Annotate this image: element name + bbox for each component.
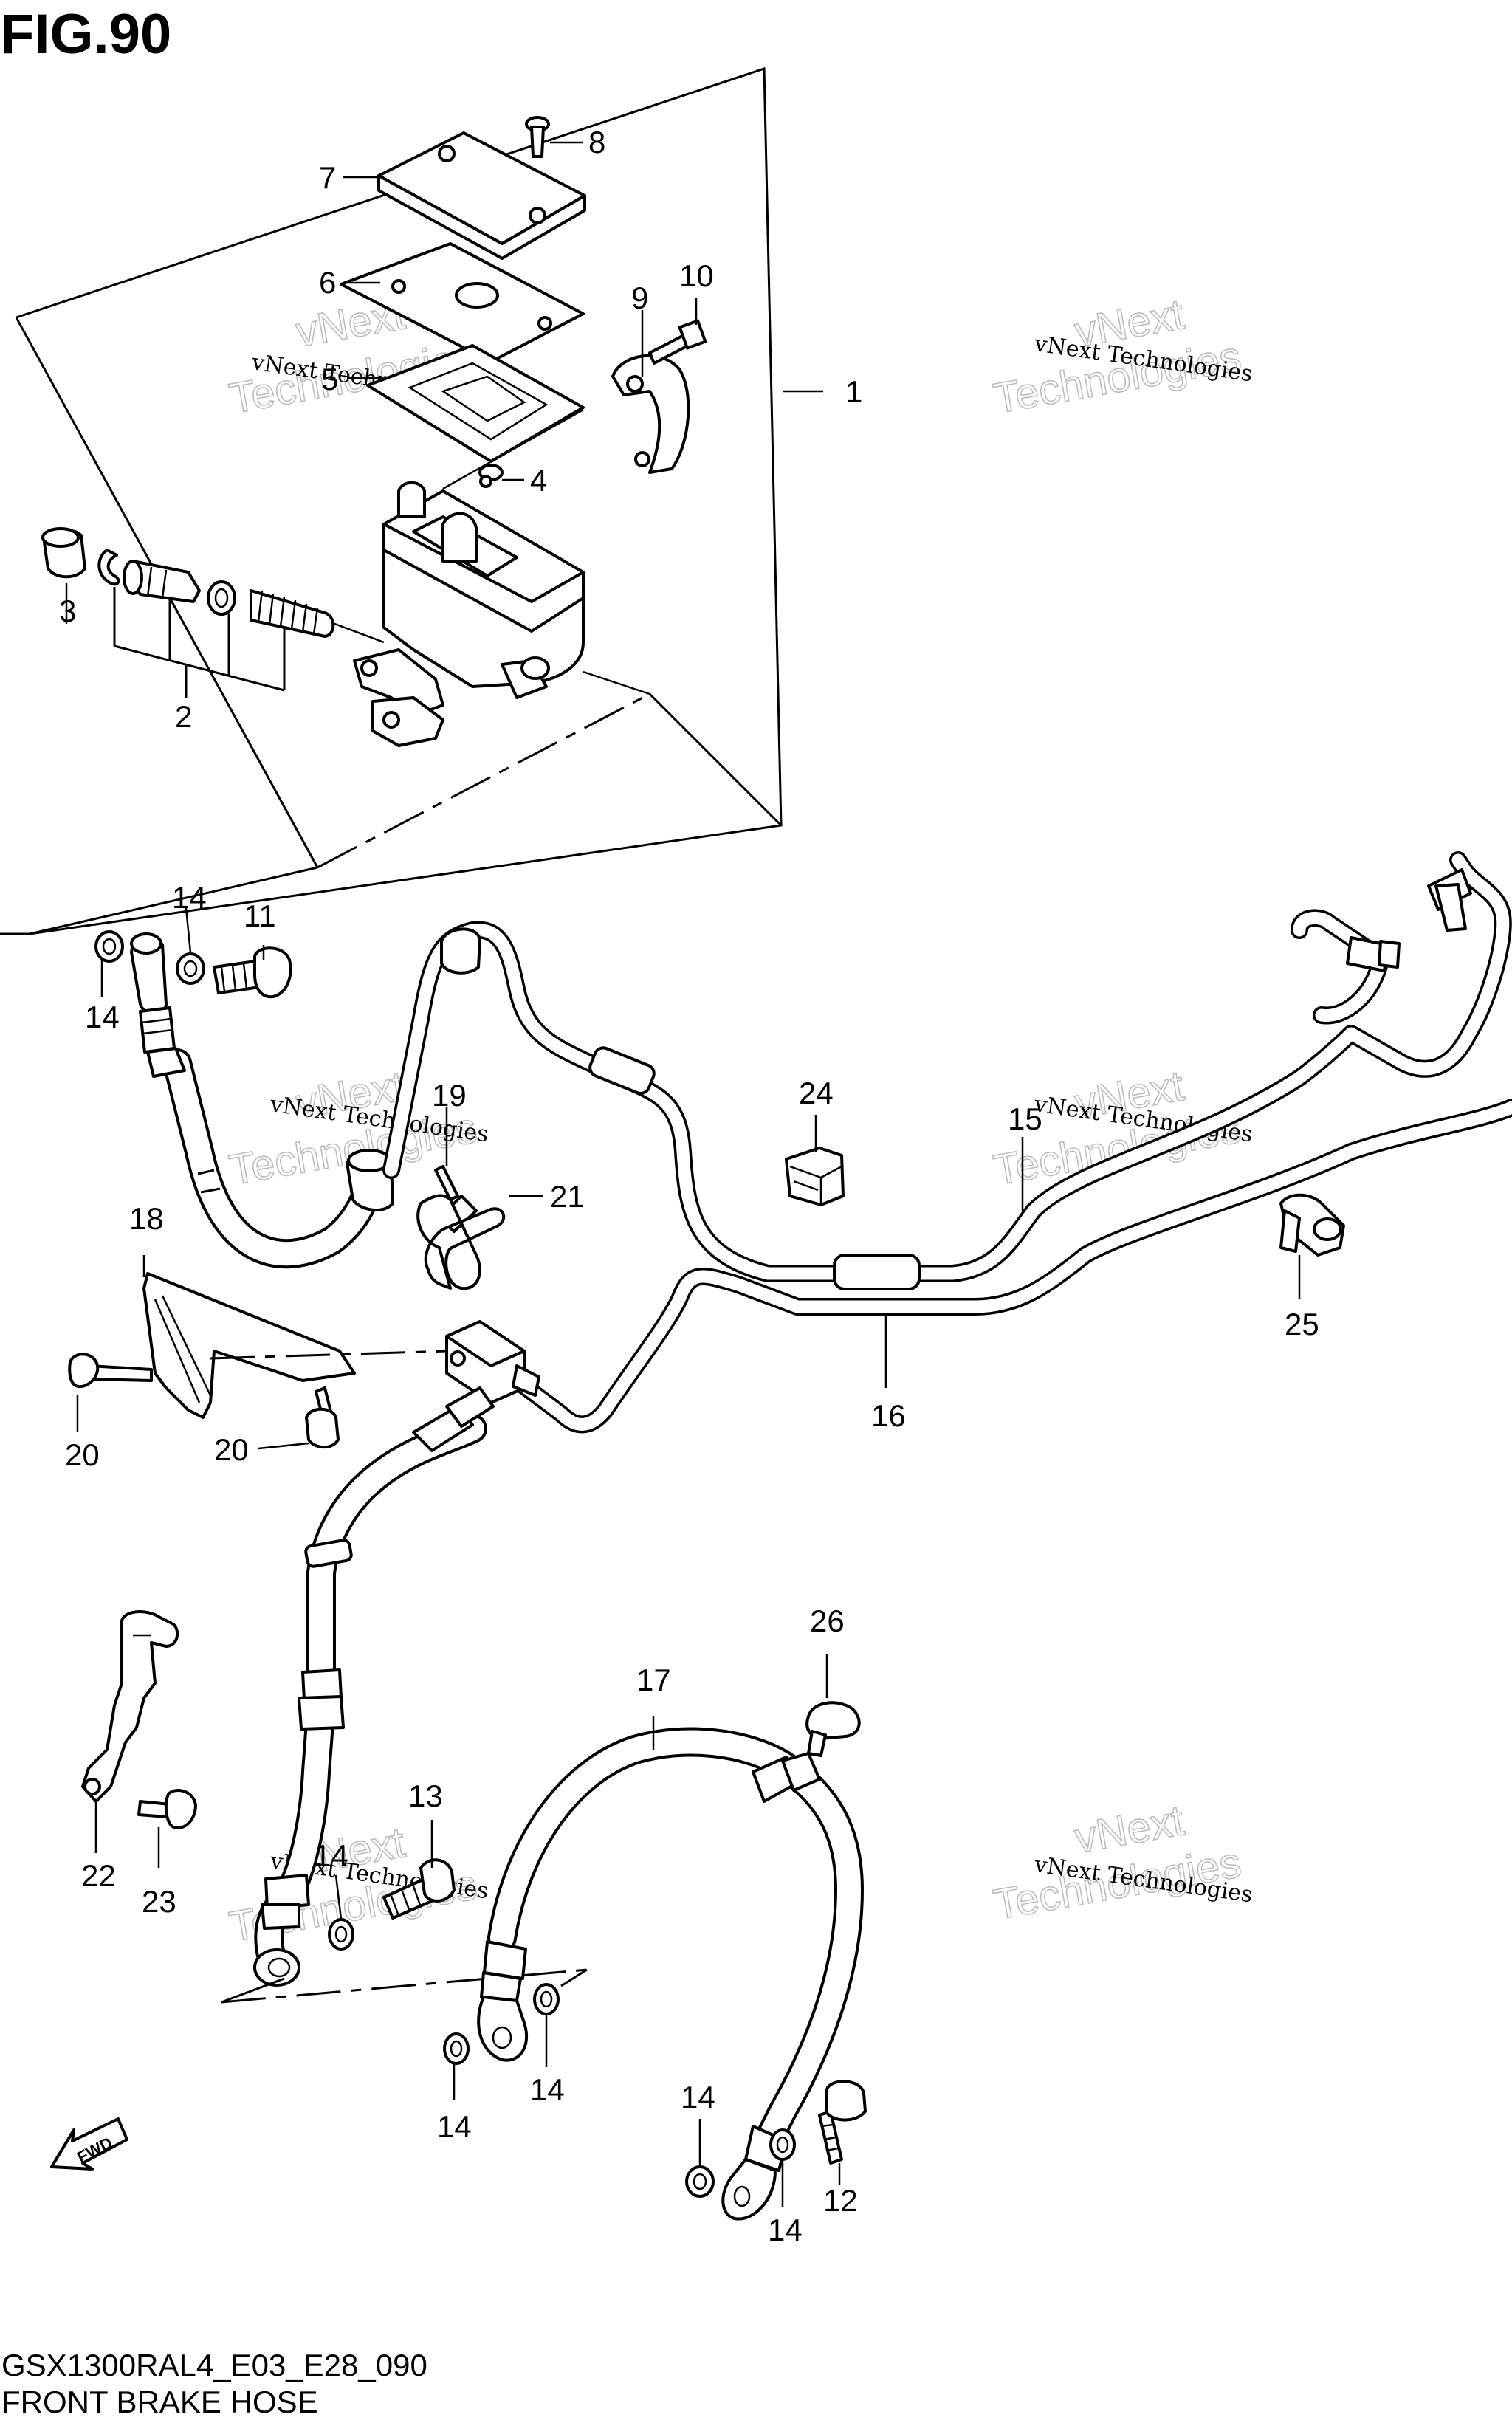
callout-19: 19 xyxy=(432,1078,467,1113)
callout-16: 16 xyxy=(871,1398,906,1433)
sealing-washer xyxy=(685,2165,715,2198)
front-brake-hose-lower-left xyxy=(253,1386,495,1987)
sealing-washer xyxy=(94,930,124,963)
pipe-clamp-right xyxy=(1279,1193,1345,1257)
diagram-caption: FRONT BRAKE HOSE xyxy=(1,2385,318,2419)
callout-25: 25 xyxy=(1285,1307,1319,1341)
callout-18: 18 xyxy=(129,1201,164,1236)
callout-2: 2 xyxy=(175,699,192,734)
front-brake-hose-upper xyxy=(130,932,394,1269)
sealing-washer xyxy=(176,952,205,985)
watermark: vNext Technologies vNext Technologies xyxy=(989,1795,1254,1929)
lower-separator xyxy=(221,1968,588,2004)
callout-8: 8 xyxy=(588,125,605,159)
piston-kit-bracket xyxy=(113,587,286,698)
bracket-bolt xyxy=(258,1386,340,1450)
callout-6: 6 xyxy=(319,265,336,300)
callout-13: 13 xyxy=(408,1778,443,1813)
master-cylinder-body xyxy=(324,481,650,747)
union-bolt-upper xyxy=(213,946,292,999)
cap-screw xyxy=(525,116,550,158)
sealing-washer xyxy=(533,1983,560,2015)
callout-26: 26 xyxy=(810,1604,845,1638)
pipe-clamp xyxy=(785,1147,845,1206)
callout-11: 11 xyxy=(244,898,276,933)
callout-15: 15 xyxy=(1008,1101,1042,1136)
brake-hose-joint xyxy=(445,1320,540,1404)
piston xyxy=(123,560,201,603)
callout-labels: 1 2 3 4 5 6 7 8 9 10 11 12 13 14 14 14 1… xyxy=(59,125,1319,2247)
joint-bracket xyxy=(142,1272,447,1419)
hose-clip xyxy=(805,1701,861,1757)
callout-14-lower-mid: 14 xyxy=(530,2072,565,2107)
front-brake-pipe-upper xyxy=(382,851,1512,1290)
callout-5: 5 xyxy=(321,362,338,396)
sealing-washer xyxy=(328,1918,354,1951)
callout-14-lower-far-right: 14 xyxy=(768,2213,803,2247)
leader-lines xyxy=(65,141,1301,2207)
callout-20-lower: 20 xyxy=(214,1432,249,1467)
piston-dust-boot xyxy=(41,527,86,579)
snap-ring xyxy=(97,549,120,586)
callout-21: 21 xyxy=(550,1179,585,1214)
callout-10: 10 xyxy=(679,258,714,293)
front-brake-pipe-lower xyxy=(508,1099,1512,1434)
union-bolt-lower-right xyxy=(818,2080,867,2165)
reservoir-small-screw xyxy=(478,464,504,488)
front-brake-pipe-upper-branch xyxy=(1291,909,1401,1025)
hose-guide-bolt xyxy=(137,1789,197,1829)
reservoir-cap xyxy=(377,131,586,260)
forward-direction-arrow: FWD xyxy=(50,2117,128,2171)
piston-seal xyxy=(207,580,236,616)
union-bolt-lower-left xyxy=(382,1858,456,1920)
callout-23: 23 xyxy=(142,1884,176,1919)
callout-14-lower-right: 14 xyxy=(681,2080,715,2114)
callout-22: 22 xyxy=(81,1858,116,1893)
diagram-code: GSX1300RAL4_E03_E28_090 xyxy=(1,2348,427,2382)
callout-14-upper-right: 14 xyxy=(172,880,207,915)
return-spring xyxy=(250,589,335,638)
callout-1: 1 xyxy=(845,374,862,409)
diaphragm-to-body-line xyxy=(442,408,584,490)
callout-20-left: 20 xyxy=(65,1437,100,1472)
callout-14-upper-left: 14 xyxy=(85,1000,120,1034)
watermark-group: vNext Technologies vNext Technologies vN… xyxy=(225,289,1254,1951)
diaphragm xyxy=(366,344,585,463)
hose-clamp xyxy=(416,1194,506,1290)
watermark: vNext Technologies vNext Technologies xyxy=(989,289,1254,423)
bracket-bolt xyxy=(68,1353,153,1389)
handlebar-holder xyxy=(611,354,690,474)
sealing-washer xyxy=(443,2032,470,2065)
callout-14-lower-left: 14 xyxy=(314,1838,348,1873)
callout-12: 12 xyxy=(823,2183,858,2218)
callout-9: 9 xyxy=(631,281,648,315)
callout-7: 7 xyxy=(319,160,336,195)
figure-title: FIG.90 xyxy=(0,3,171,66)
front-brake-hose-right xyxy=(477,1727,864,2221)
callout-17: 17 xyxy=(636,1663,671,1697)
callout-24: 24 xyxy=(799,1076,834,1110)
callout-14-lower-mid-left: 14 xyxy=(437,2109,472,2144)
sealing-washer xyxy=(769,2128,796,2161)
hose-guide-bracket xyxy=(81,1610,179,1803)
holder-bolt xyxy=(648,319,707,365)
callout-4: 4 xyxy=(530,463,547,498)
callout-3: 3 xyxy=(59,594,76,628)
diaphragm-plate xyxy=(340,242,585,363)
